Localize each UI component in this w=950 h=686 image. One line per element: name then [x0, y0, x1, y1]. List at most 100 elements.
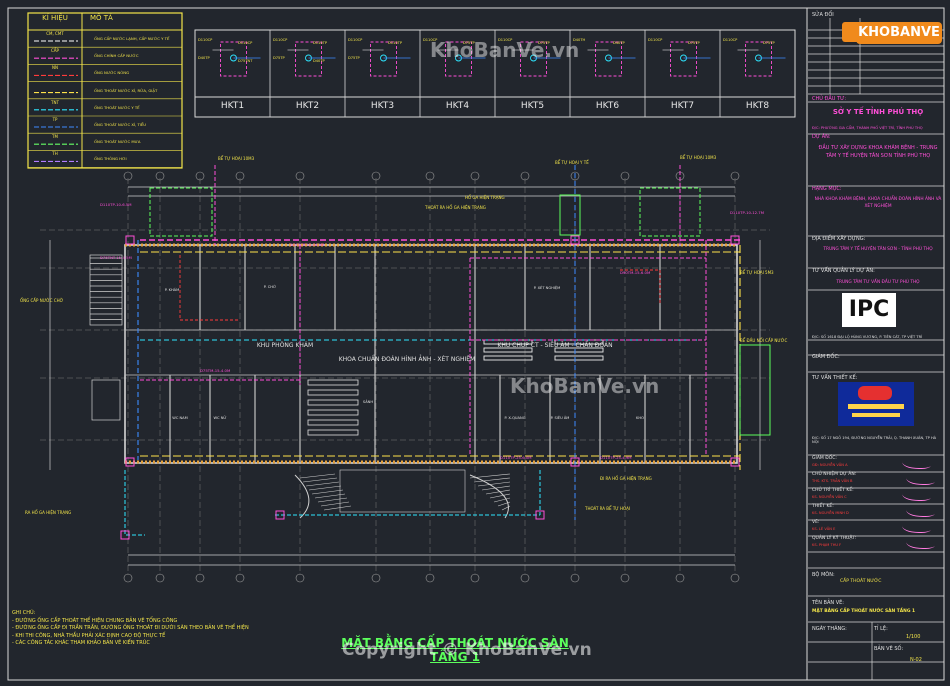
legend-symbol: TNT — [51, 99, 59, 105]
callout-label: THOÁT RA HỐ GA HIỆN TRẠNG — [425, 205, 486, 210]
legend-header-desc: MÔ TẢ — [90, 14, 113, 22]
signature — [899, 489, 935, 501]
room-label: P. CHỜ — [263, 285, 277, 289]
detail-label: HKT2 — [295, 101, 320, 111]
signature — [899, 457, 935, 469]
detail-pipe-tag: D75TP — [688, 41, 700, 45]
pipe-tag: D110TP-25-4.9M — [600, 455, 632, 460]
detail-pipe-tag: D110CP — [423, 38, 438, 42]
role-name: GĐ: NGUYỄN VĂN A — [812, 463, 848, 467]
note-line: - ĐƯỜNG ỐNG CẤP ĐI TRẦN TRẦN, ĐƯỜNG ỐNG … — [12, 625, 249, 631]
detail-pipe-tag: D110CP — [498, 38, 513, 42]
drawing-title-value: MẶT BẰNG CẤP THOÁT NƯỚC SÀN TẦNG 1 — [812, 609, 916, 614]
copyright-watermark: Copyright © KhoBanVe.vn — [342, 640, 592, 660]
pipe-tag: D90TM-15-6.0M — [620, 270, 651, 275]
callout-label: HỐ GA HIỆN TRẠNG — [465, 195, 505, 200]
note-line: - ĐƯỜNG ỐNG CẤP THOÁT THỂ HIỆN CHUNG BẢN… — [12, 617, 178, 624]
drawing-title-label: TÊN BẢN VẼ: — [812, 600, 844, 606]
owner-name: SỞ Y TẾ TỈNH PHÚ THỌ — [832, 108, 924, 116]
legend-desc: ỐNG NƯỚC NÓNG — [94, 70, 130, 76]
callout-label: ỐNG CẤP NƯỚC CHỜ — [20, 298, 64, 303]
pipe-run — [124, 470, 145, 536]
legend-desc: ỐNG THÔNG HƠI — [94, 156, 127, 162]
legend-header-symbol: KÍ HIỆU — [42, 14, 68, 22]
pipe-tag: D110CP-20-14.0M — [290, 242, 325, 247]
detail-label: HKT6 — [595, 101, 620, 111]
role-label: VẼ: — [812, 520, 820, 525]
callout-label: BỂ ĐẦU NỐI CẤP NƯỚC — [740, 338, 788, 343]
sheet-number: N-02 — [910, 657, 922, 663]
manhole-marker — [535, 510, 545, 520]
callout-label: BỂ TỰ HOẠI Y TẾ — [555, 160, 589, 165]
sheet-border — [7, 7, 945, 681]
role-name: KS. PHẠM THU F — [812, 543, 842, 547]
legend-desc: ỐNG THOÁT NƯỚC XÍ, TIỂU — [94, 122, 147, 127]
callout-label: BỂ TỰ HOẠI 10M3 — [218, 156, 255, 161]
plan-title: MẶT BẰNG CẤP THOÁT NƯỚC SÀN TẦNG 1 — [341, 636, 569, 664]
item-label: HẠNG MỤC: — [812, 186, 842, 192]
detail-pipe-tag: D110CP — [238, 41, 253, 45]
legend-symbol: TM — [52, 134, 58, 140]
room-label: KHU PHÒNG KHÁM — [256, 342, 314, 349]
pipe-run — [620, 269, 661, 305]
callout-label: BỂ TỰ HOẠI 5M3 — [740, 270, 774, 275]
detail-pipe-tag: D40TP — [198, 56, 210, 60]
manhole-marker — [120, 530, 130, 540]
design-address: Đ/C: SỐ 17 NGÕ 194, ĐƯỜNG NGUYỄN TRÃI, Q… — [812, 436, 937, 444]
scale-value: 1/100 — [906, 634, 921, 640]
detail-box — [520, 41, 547, 77]
role-label: CHỦ TRÌ THIẾT KẾ: — [812, 488, 854, 493]
detail-pipe-tag: D40TH — [573, 38, 586, 42]
role-name: KS. NGUYỄN MINH D — [812, 511, 849, 515]
code-label: BẢN VẼ SỐ: — [874, 646, 904, 652]
room-label: KHO — [636, 416, 644, 420]
location-name: TRUNG TÂM Y TẾ HUYỆN TÂN SƠN - TỈNH PHÚ … — [823, 247, 933, 252]
manhole-marker — [275, 510, 285, 520]
role-name: THS. KTS. TRẦN VĂN B — [812, 479, 853, 483]
role-name: KS. LÊ VĂN E — [812, 527, 836, 531]
watermark: KhoBanVe.vn — [430, 38, 580, 62]
room-label: SẢNH — [362, 400, 374, 404]
signature — [903, 505, 939, 517]
role-label: QUẢN LÝ KỸ THUẬT: — [812, 536, 857, 541]
pipe-tag: D75TNT-15-4.5M — [100, 255, 132, 260]
detail-pipe-tag: D75TP — [763, 41, 775, 45]
room-label: WC NỮ — [213, 416, 227, 420]
consultant-name: TRUNG TÂM TƯ VẤN ĐẦU TƯ PHÚ THỌ — [836, 280, 920, 285]
detail-box — [295, 41, 322, 77]
scale-label: TỈ LỆ: — [874, 626, 888, 632]
detail-pipe-tag: D40TP — [613, 41, 625, 45]
legend-desc: ỐNG THOÁT NƯỚC Y TẾ — [94, 104, 140, 110]
owner-label: CHỦ ĐẦU TƯ: — [812, 96, 847, 102]
pipe-tag: D75TM-15-4.0M — [200, 368, 231, 373]
date-label: NGÀY THÁNG: — [812, 626, 847, 632]
legend-box — [27, 12, 183, 169]
manhole-marker — [125, 457, 135, 467]
detail-pipe-tag: D110TP — [388, 41, 402, 45]
ipc-logo: IPC — [842, 293, 896, 327]
legend-symbol: TH — [52, 151, 58, 157]
signature — [903, 473, 939, 485]
director-label: GIÁM ĐỐC: — [812, 354, 840, 360]
detail-pipe-tag: D75TP — [273, 56, 285, 60]
signature — [903, 537, 939, 549]
note-line: - KHI THI CÔNG, NHÀ THẦU PHẢI XÁC ĐỊNH C… — [12, 632, 166, 639]
legend-desc: ỐNG THOÁT NƯỚC MƯA — [94, 139, 141, 145]
room-label: P. KHÁM — [164, 288, 180, 292]
detail-box — [745, 41, 772, 77]
detail-box — [445, 41, 472, 77]
pipe-tag: D110TP-25-6.0M — [500, 455, 532, 460]
note-line: - CÁC CÔNG TÁC KHÁC THAM KHẢO BẢN VẼ KIẾ… — [12, 640, 150, 646]
detail-pipe-tag: D75TNT — [238, 59, 253, 63]
detail-box — [670, 41, 697, 77]
title-block: SỬA ĐỔI CHỦ ĐẦU TƯ: SỞ Y TẾ TỈNH PHÚ THỌ… — [810, 10, 944, 678]
legend-symbol: CẤP — [51, 48, 59, 54]
callout-label: ĐI RA HỐ GA HIỆN TRẠNG — [600, 476, 652, 481]
detail-pipe-tag: D110CP — [273, 38, 288, 42]
detail-label: HKT4 — [445, 101, 470, 111]
detail-box — [595, 41, 622, 77]
pipe-run — [179, 255, 240, 321]
design-company-logo — [838, 382, 914, 426]
